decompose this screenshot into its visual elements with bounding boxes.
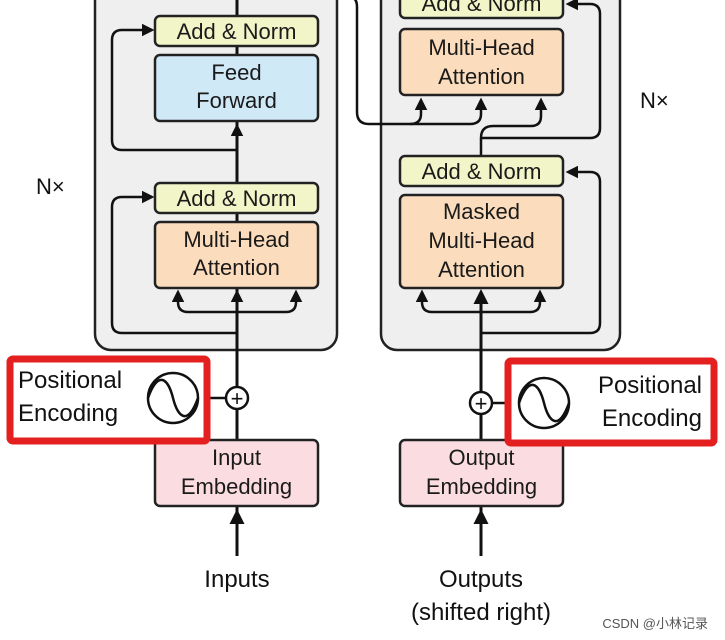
encoder-feed-forward-label-1: Feed xyxy=(211,60,261,85)
encoder-add-norm-bottom-label: Add & Norm xyxy=(177,186,297,211)
encoder-sum-circle xyxy=(224,385,250,411)
decoder-sum-circle xyxy=(468,390,494,416)
decoder-masked-label-2: Multi-Head xyxy=(428,228,534,253)
decoder-masked-input-right xyxy=(481,289,547,314)
encoder-residual-attn xyxy=(110,190,237,335)
encoder-add-norm-top-label: Add & Norm xyxy=(177,19,297,44)
positional-encoding-left-label-2: Encoding xyxy=(18,400,118,427)
encoder-to-decoder-connection-2 xyxy=(410,97,488,126)
decoder-embedding-label-1: Output xyxy=(448,445,514,470)
decoder-sum-symbol: + xyxy=(475,391,488,416)
encoder-feed-forward-label-2: Forward xyxy=(196,88,277,113)
decoder-attention-label-2: Attention xyxy=(438,64,525,89)
encoder-add-norm-bottom xyxy=(153,181,320,215)
decoder-repeat-label: N× xyxy=(640,88,669,113)
decoder-to-cross-attention xyxy=(479,97,548,155)
decoder-add-norm-bottom-label: Add & Norm xyxy=(422,159,542,184)
encoder-attention-label-2: Attention xyxy=(193,255,280,280)
encoder-embedding-label-2: Embedding xyxy=(181,474,292,499)
encoder-to-decoder-connection xyxy=(353,0,428,126)
encoder-stack xyxy=(93,0,339,352)
inputs-label: Inputs xyxy=(204,566,269,593)
encoder-attention-label-1: Multi-Head xyxy=(183,227,289,252)
decoder-masked-input-left xyxy=(415,289,481,314)
encoder-residual-ff xyxy=(110,23,237,152)
encoder-add-norm-top xyxy=(153,14,320,48)
watermark: CSDN @小林记录 xyxy=(602,616,708,631)
decoder-add-norm-top-label: Add & Norm xyxy=(422,0,542,16)
encoder-attn-input-right xyxy=(237,289,303,314)
decoder-residual-masked xyxy=(481,165,602,335)
decoder-output-embedding xyxy=(398,438,565,508)
positional-encoding-right-label-1: Positional xyxy=(598,372,702,399)
decoder-embedding-label-2: Embedding xyxy=(426,474,537,499)
encoder-input-embedding xyxy=(153,438,320,508)
encoder-repeat-label: N× xyxy=(36,174,65,199)
encoder-embedding-label-1: Input xyxy=(212,445,261,470)
decoder-residual-cross xyxy=(481,0,602,140)
encoder-multi-head-attention xyxy=(153,220,320,290)
sine-wave-icon-left xyxy=(146,371,200,425)
encoder-attn-input-left xyxy=(171,289,237,314)
positional-encoding-left-label-1: Positional xyxy=(18,367,122,394)
decoder-attention-label-1: Multi-Head xyxy=(428,35,534,60)
decoder-masked-multi-head-attention xyxy=(398,193,565,290)
positional-encoding-right-label-2: Encoding xyxy=(602,405,702,432)
decoder-add-norm-bottom xyxy=(398,154,565,188)
outputs-label-line2: (shifted right) xyxy=(411,599,551,626)
decoder-masked-label-3: Attention xyxy=(438,257,525,282)
encoder-feed-forward xyxy=(153,53,320,123)
encoder-sum-symbol: + xyxy=(231,386,244,411)
sine-wave-icon-right xyxy=(517,376,571,430)
decoder-masked-label-1: Masked xyxy=(443,199,520,224)
decoder-multi-head-attention xyxy=(398,27,565,97)
outputs-label-line1: Outputs xyxy=(439,566,523,593)
decoder-add-norm-top xyxy=(398,0,565,20)
